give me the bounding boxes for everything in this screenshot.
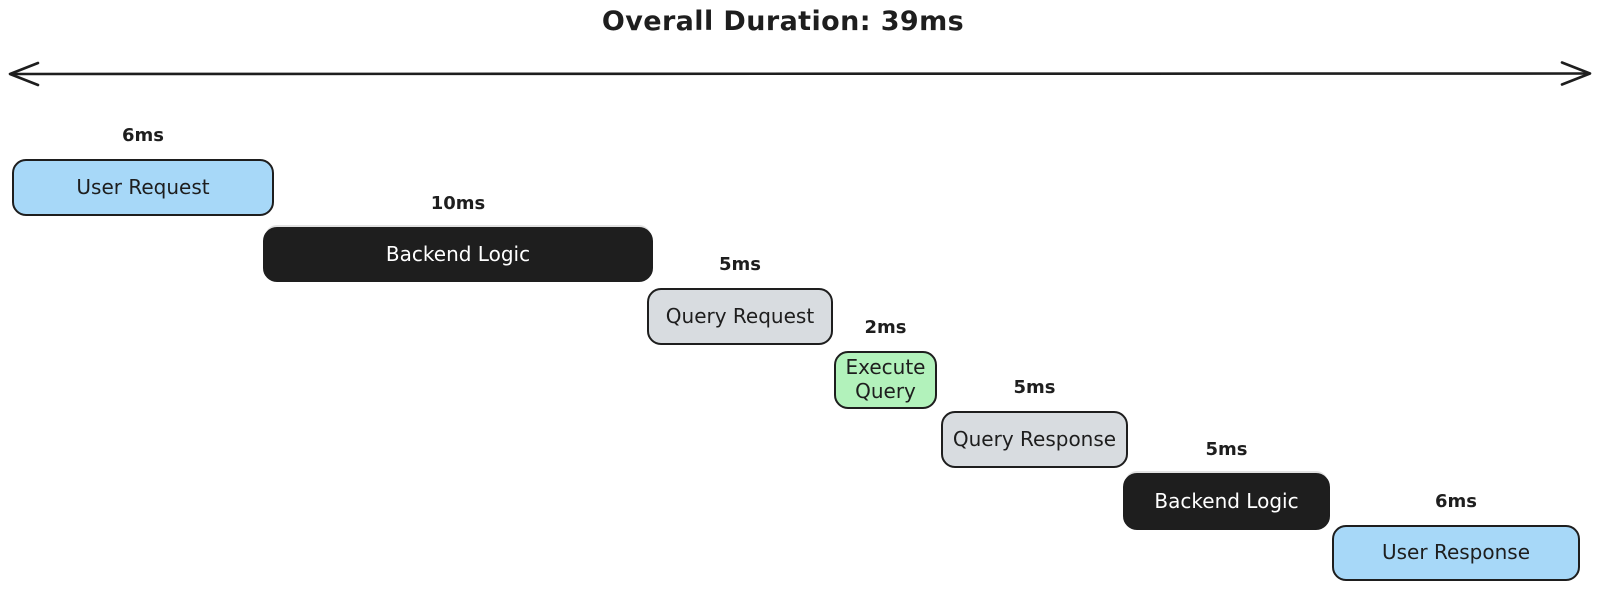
task-label: Execute Query [845,355,926,403]
duration-label: 6ms [1435,491,1477,512]
duration-label: 10ms [430,193,486,214]
task-label: Backend Logic [1154,488,1299,513]
task-label: Backend Logic [385,241,531,266]
duration-label: 6ms [122,125,164,146]
duration-label: 5ms [1013,377,1056,398]
task-box-user-response: User Response [1332,525,1580,581]
task-box-execute-query: Execute Query [834,351,937,409]
task-label: User Response [1382,540,1530,565]
arrow-head-right-icon [1560,61,1592,86]
task-box-query-response: Query Response [941,411,1128,468]
duration-label: 5ms [719,254,761,275]
task-box-user-request: User Request [12,159,274,216]
task-label: Query Request [665,303,815,328]
task-box-backend-logic-1: Backend Logic [263,227,653,282]
arrow-head-left-icon [8,61,40,87]
task-label: User Request [76,174,210,199]
task-label: Query Response [952,426,1117,451]
overall-duration-title: Overall Duration: 39ms [601,6,965,37]
duration-label: 2ms [864,317,907,338]
task-box-query-request: Query Request [647,288,833,345]
arrow-line [11,72,1589,76]
duration-label: 5ms [1205,439,1248,460]
task-box-backend-logic-2: Backend Logic [1123,473,1330,530]
overall-duration-arrow [8,61,1592,87]
